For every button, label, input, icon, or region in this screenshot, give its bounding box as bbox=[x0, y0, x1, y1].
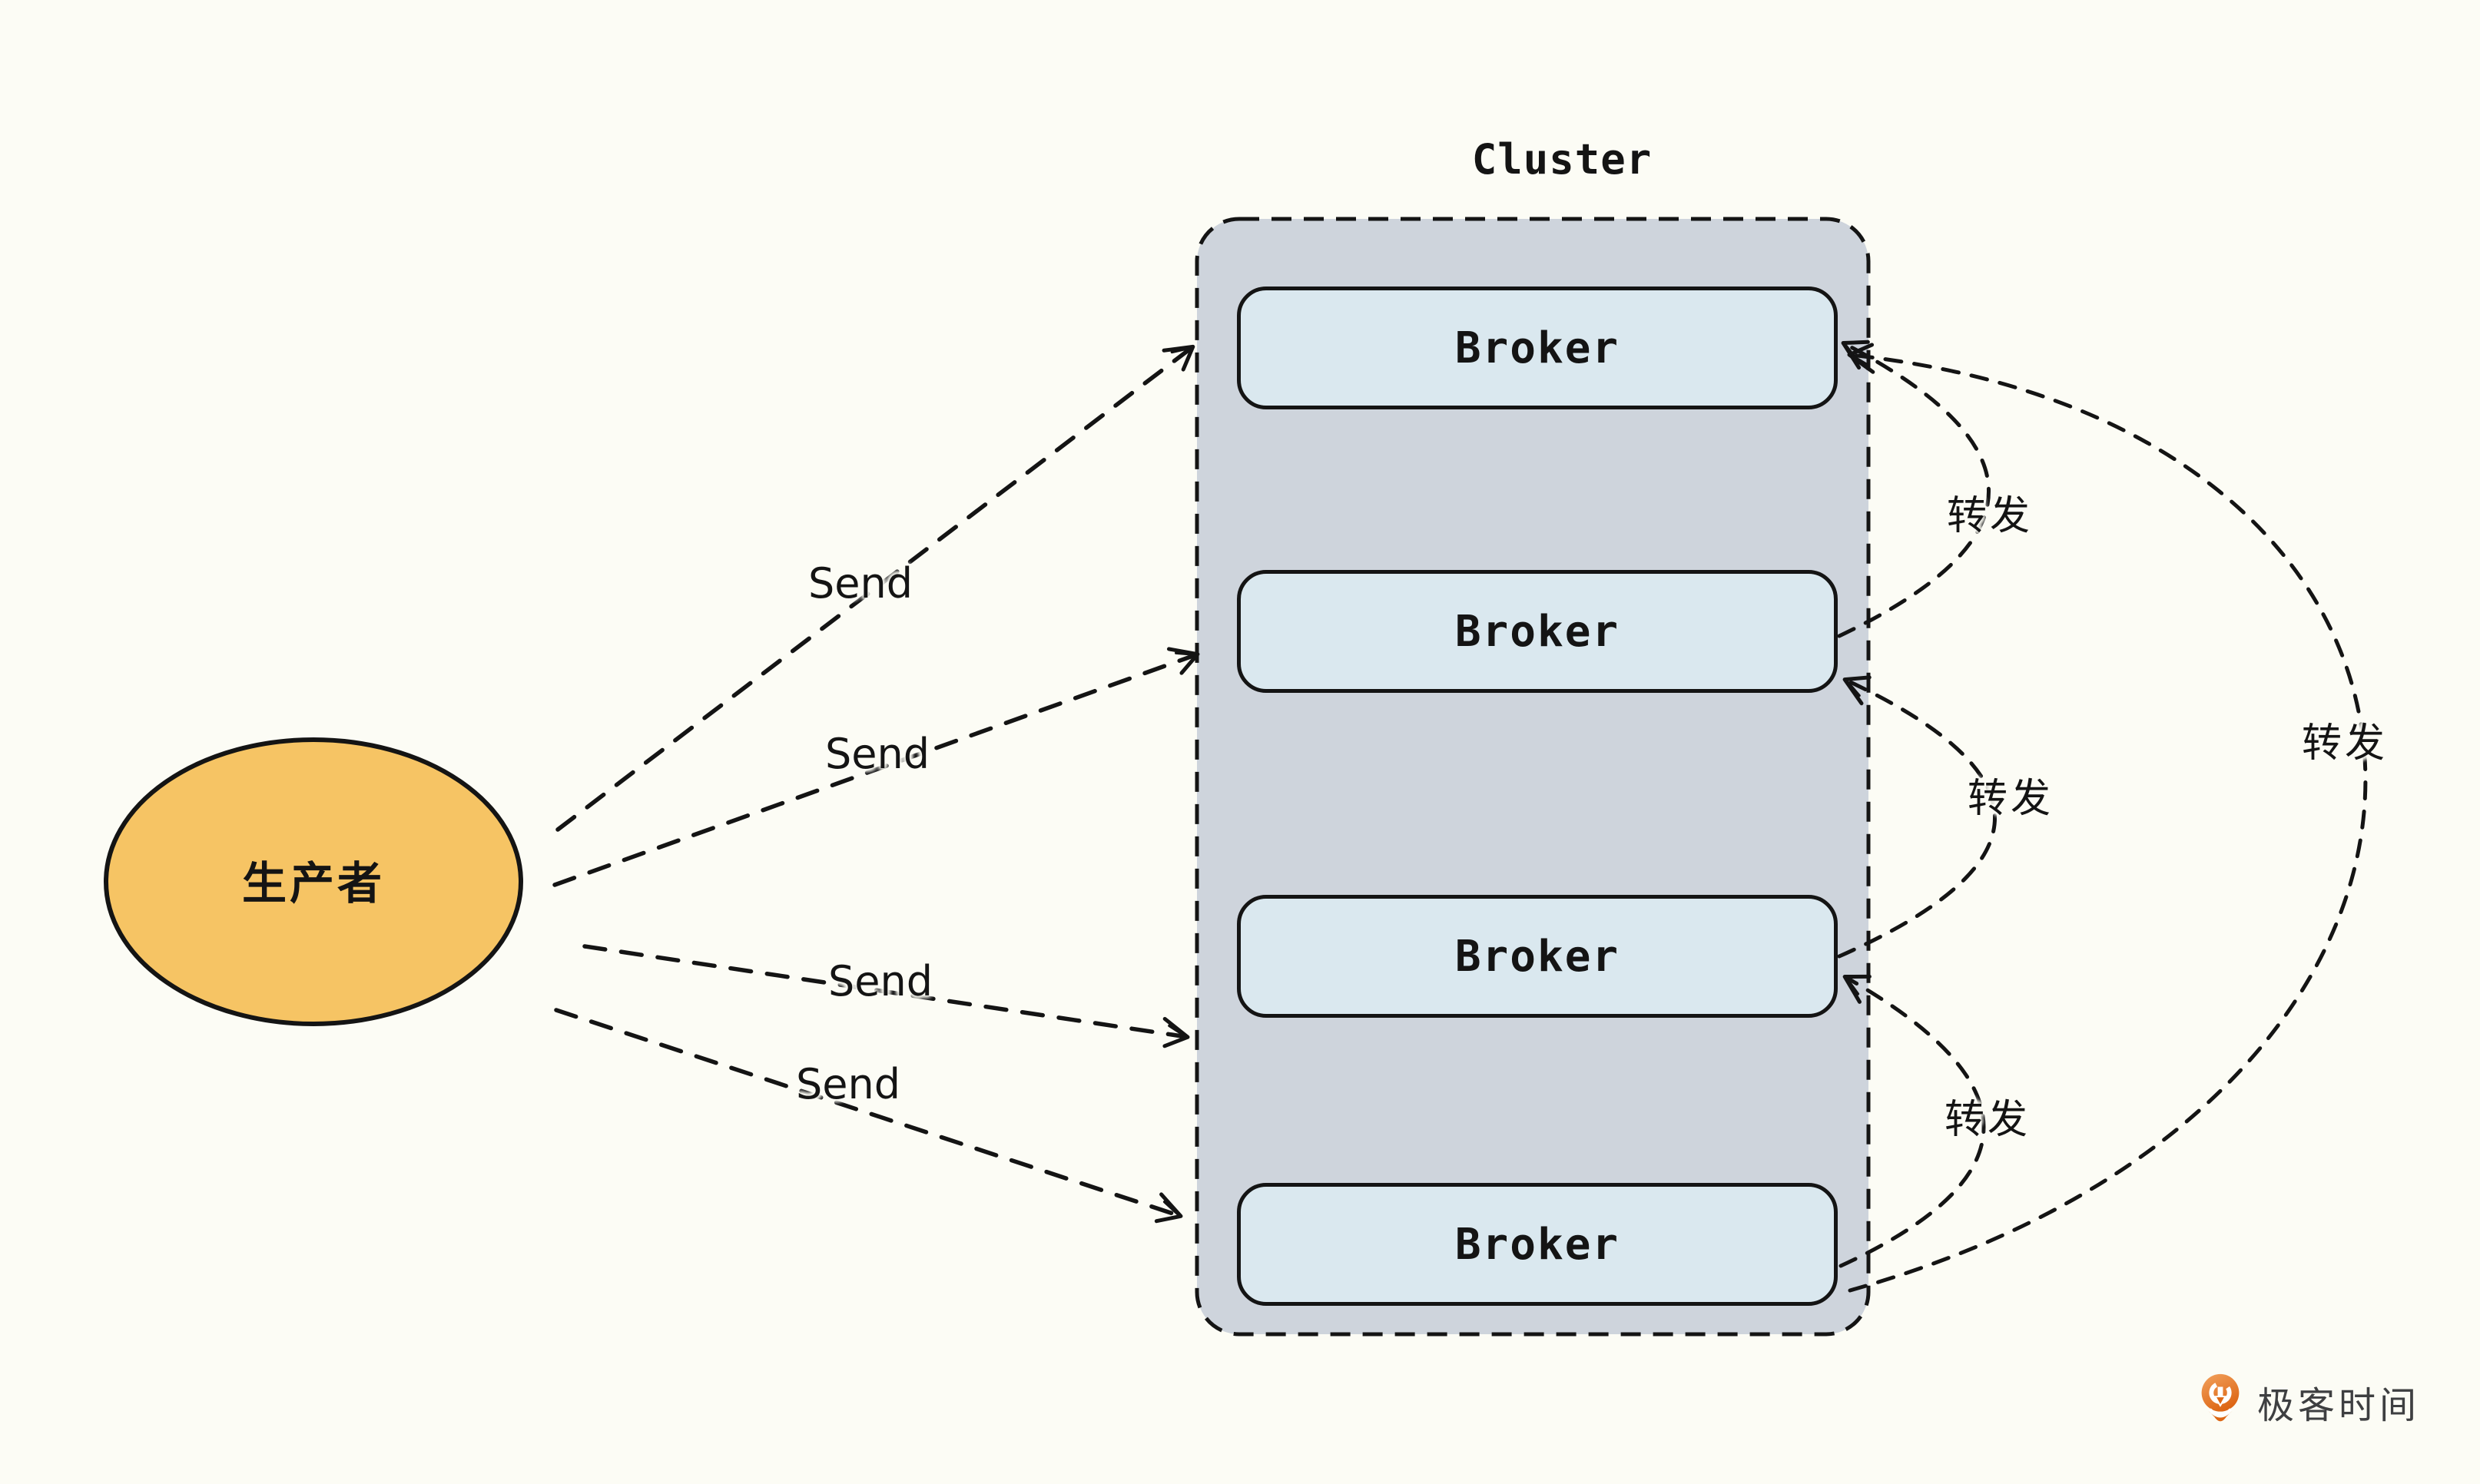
send-arrow-label-3: Send bbox=[827, 957, 933, 1005]
forward-arrow-label-1: 转发 bbox=[1946, 493, 2034, 539]
send-arrow-label-1: Send bbox=[807, 559, 913, 608]
geektime-logo-text: 极客时间 bbox=[2257, 1384, 2421, 1427]
broker-box-3: Broker bbox=[1237, 895, 1838, 1018]
forward-arrow-broker4-to-broker1 bbox=[1847, 343, 2368, 1293]
send-arrow-label-4: Send bbox=[795, 1060, 901, 1108]
broker-box-2: Broker bbox=[1237, 570, 1838, 693]
send-arrow-1 bbox=[555, 344, 1195, 832]
cluster-title: Cluster bbox=[1471, 135, 1653, 184]
send-arrow-2 bbox=[552, 647, 1200, 887]
broker-label: Broker bbox=[1454, 1219, 1620, 1270]
broker-label: Broker bbox=[1454, 931, 1620, 982]
send-arrow-label-2: Send bbox=[824, 730, 930, 778]
geektime-logo-icon bbox=[2201, 1373, 2240, 1422]
forward-arrow-broker3-to-broker2 bbox=[1837, 675, 1997, 959]
send-arrow-4 bbox=[554, 1008, 1183, 1224]
forward-arrow-label-2: 转发 bbox=[1967, 776, 2054, 822]
cluster-container bbox=[1195, 217, 1871, 1337]
broker-box-1: Broker bbox=[1237, 287, 1838, 409]
forward-arrow-broker4-to-broker3 bbox=[1838, 974, 1986, 1268]
broker-box-4: Broker bbox=[1237, 1183, 1838, 1306]
forward-arrow-broker2-to-broker1 bbox=[1837, 340, 1991, 638]
broker-label: Broker bbox=[1454, 323, 1620, 373]
producer-label: 生产者 bbox=[241, 857, 386, 909]
forward-arrow-label-4: 转发 bbox=[2301, 720, 2389, 767]
forward-arrow-label-3: 转发 bbox=[1944, 1097, 2031, 1143]
send-arrow-3 bbox=[582, 944, 1190, 1048]
broker-label: Broker bbox=[1454, 606, 1620, 657]
geektime-logo: 极客时间 bbox=[2197, 1372, 2420, 1432]
producer-ellipse bbox=[104, 737, 523, 1026]
